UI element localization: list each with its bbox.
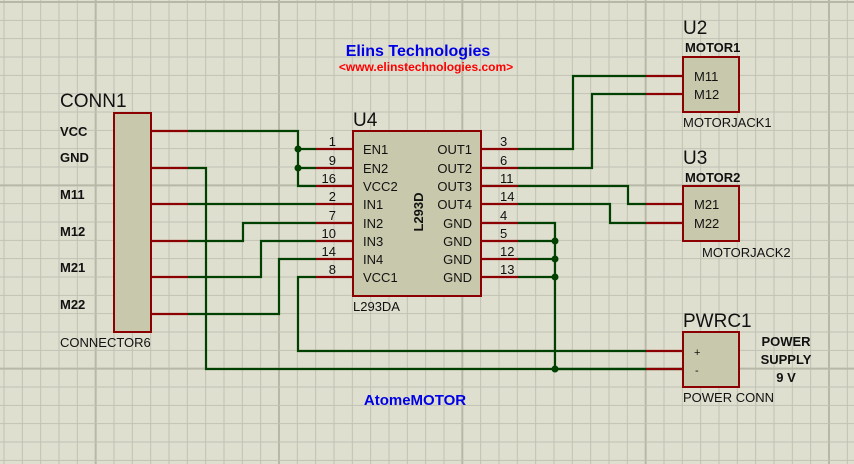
- u4-right-pin-number: 6: [500, 153, 507, 168]
- u4-right-pin-number: 14: [500, 189, 514, 204]
- u4-left-pin-number: 8: [329, 262, 336, 277]
- junction-dot: [551, 273, 559, 281]
- u2-ref: U2: [683, 18, 707, 39]
- wire-in2[interactable]: [188, 221, 316, 243]
- u3-body[interactable]: [682, 185, 740, 242]
- u2-pin-label: M12: [694, 87, 719, 102]
- junction-dot: [294, 145, 302, 153]
- u4-left-pin-number: 10: [322, 226, 336, 241]
- pwrc1-pin-label: -: [695, 365, 699, 377]
- footer-label: AtomeMOTOR: [364, 392, 466, 409]
- pwrc1-ref: PWRC1: [683, 311, 752, 332]
- junction-dot: [551, 237, 559, 245]
- u4-right-pin-name: GND: [443, 216, 472, 231]
- wire-in4[interactable]: [188, 257, 316, 316]
- u4-right-pin-number: 4: [500, 208, 507, 223]
- u3-ref: U3: [683, 148, 707, 169]
- u4-right-pin-name: OUT1: [437, 142, 472, 157]
- u4-left-pin-name: IN1: [363, 197, 383, 212]
- u2-pin-label: M11: [694, 69, 718, 84]
- u4-right-pin-number: 12: [500, 244, 514, 259]
- u4-right-pin-number: 5: [500, 226, 507, 241]
- u4-right-pin-name: OUT4: [437, 197, 472, 212]
- u3-pin-label: M22: [694, 216, 719, 231]
- junction-dot: [551, 365, 559, 373]
- conn1-ref: CONN1: [60, 91, 127, 112]
- wire-out4[interactable]: [518, 202, 646, 225]
- wires: [188, 74, 683, 371]
- u4-left-pin-name: VCC1: [363, 270, 398, 285]
- u4-value: L293DA: [353, 299, 400, 314]
- wire-in3[interactable]: [188, 239, 316, 279]
- u4-left-pin-name: VCC2: [363, 179, 398, 194]
- u4-right-pin-name: GND: [443, 234, 472, 249]
- pwrc1-pin-label: +: [694, 347, 700, 359]
- u3-title: MOTOR2: [685, 170, 740, 185]
- u2-body[interactable]: [682, 56, 740, 113]
- u4-body[interactable]: [352, 130, 482, 297]
- u4-left-pin-name: IN4: [363, 252, 383, 267]
- u4-right-pin-number: 3: [500, 134, 507, 149]
- pwrc1-note-line: SUPPLY: [761, 352, 812, 367]
- wire-vcc1[interactable]: [296, 275, 646, 353]
- u4-left-pin-number: 2: [329, 189, 336, 204]
- wire-gnd[interactable]: [188, 166, 683, 371]
- wire-gnd-bus[interactable]: [518, 221, 557, 369]
- conn1-pin-label: M22: [60, 297, 85, 312]
- pwrc1-note-line: POWER: [761, 334, 811, 349]
- u4-right-pin-name: GND: [443, 270, 472, 285]
- conn1-pin-label: GND: [60, 150, 89, 165]
- company-title: Elins Technologies: [346, 43, 491, 60]
- conn1-value: CONNECTOR6: [60, 335, 151, 350]
- conn1-body[interactable]: [113, 112, 152, 333]
- conn1-pin-label: M12: [60, 224, 85, 239]
- junctions: [294, 145, 559, 373]
- wire-out1[interactable]: [518, 74, 646, 151]
- u4-right-pin-name: OUT2: [437, 161, 472, 176]
- wire-out3[interactable]: [518, 184, 646, 206]
- pwrc1-component[interactable]: PWRC1 + - POWER SUPPLY 9 V POWER CONN: [646, 311, 812, 405]
- pwrc1-note-line: 9 V: [776, 370, 796, 385]
- u4-left-pin-name: EN1: [363, 142, 388, 157]
- conn1-pins: [151, 129, 188, 316]
- u4-left-pin-name: EN2: [363, 161, 388, 176]
- u4-left-pin-number: 9: [329, 153, 336, 168]
- u3-value: MOTORJACK2: [702, 245, 791, 260]
- u4-left-pin-number: 1: [329, 134, 336, 149]
- u4-left-pin-number: 16: [322, 171, 336, 186]
- wire-vcc[interactable]: [188, 129, 316, 188]
- conn1-component[interactable]: CONN1 VCC GND M11 M12 M21 M22 CONNECTOR6: [60, 91, 188, 350]
- u3-component[interactable]: U3 MOTOR2 M21 M22 MOTORJACK2: [646, 148, 791, 260]
- conn1-pin-label: VCC: [60, 124, 88, 139]
- u3-pin-label: M21: [694, 197, 719, 212]
- conn1-pin-label: M11: [60, 187, 85, 202]
- u2-value: MOTORJACK1: [683, 115, 772, 130]
- u4-body-text: L293D: [411, 192, 426, 231]
- junction-dot: [294, 164, 302, 172]
- wire-out2[interactable]: [518, 92, 646, 170]
- u4-left-pin-name: IN3: [363, 234, 383, 249]
- u4-left-pins: 1 9 16 2 7 10 14 8: [316, 134, 353, 279]
- u4-right-pin-number: 13: [500, 262, 514, 277]
- u4-left-pin-number: 7: [329, 208, 336, 223]
- u4-left-pin-number: 14: [322, 244, 336, 259]
- u2-title: MOTOR1: [685, 40, 740, 55]
- junction-dot: [551, 255, 559, 263]
- u2-component[interactable]: U2 MOTOR1 M11 M12 MOTORJACK1: [646, 18, 772, 130]
- u4-left-pin-name: IN2: [363, 216, 383, 231]
- pwrc1-body[interactable]: [682, 331, 740, 388]
- u4-right-pin-name: OUT3: [437, 179, 472, 194]
- u4-right-pins: 3 6 11 14 4 5 12 13: [481, 134, 518, 279]
- u4-ref: U4: [353, 110, 378, 131]
- u4-right-pin-number: 11: [500, 171, 514, 186]
- company-website: <www.elinstechnologies.com>: [339, 60, 513, 74]
- conn1-pin-label: M21: [60, 260, 85, 275]
- u4-right-pin-name: GND: [443, 252, 472, 267]
- pwrc1-value: POWER CONN: [683, 390, 774, 405]
